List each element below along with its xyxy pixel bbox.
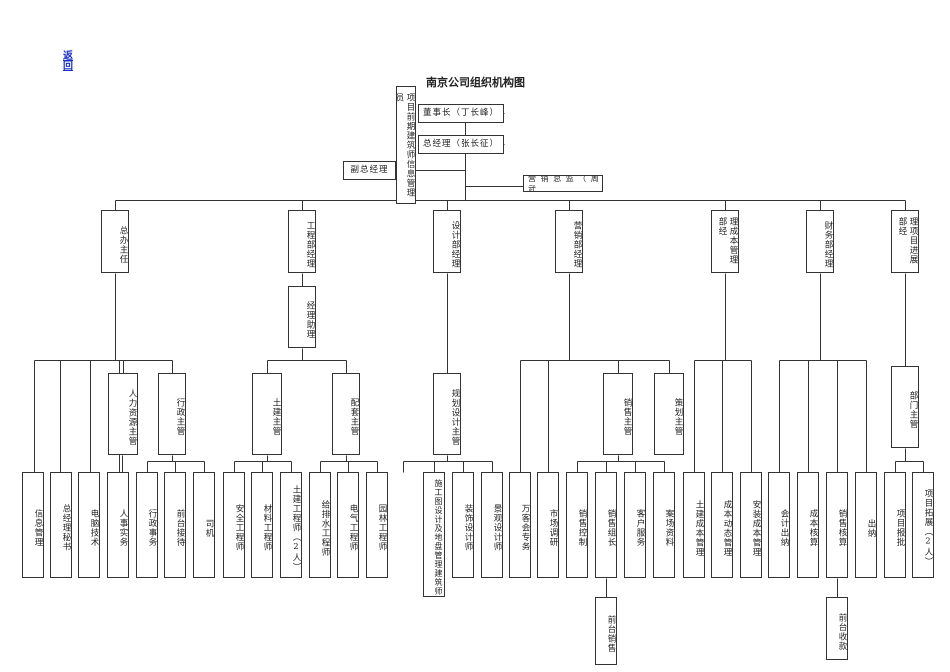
leaf-front-collection: 前台收款 <box>826 597 848 660</box>
back-link[interactable]: 返回 <box>63 51 73 72</box>
sales-manager-box: 营销部经理 <box>555 210 583 273</box>
support-supervisor-box: 配套主管 <box>332 373 360 455</box>
chart-title: 南京公司组织机构图 <box>426 76 525 89</box>
leaf-electrical-engineer: 电气工程师 <box>337 472 359 578</box>
leaf-civil-cost: 土建成本管理 <box>683 472 705 578</box>
design-manager-box: 设计部经理 <box>433 210 461 273</box>
engineering-manager-box: 工程部经理 <box>288 210 316 273</box>
leaf-materials-engineer: 材料工程师 <box>251 472 273 578</box>
leaf-sales-accounting: 销售核算 <box>826 472 848 578</box>
leaf-computer-tech: 电脑技术 <box>78 472 100 578</box>
leaf-dynamic-cost: 成本动态管理 <box>711 472 733 578</box>
chairman-box: 董事长（丁长峰） <box>418 104 504 123</box>
leaf-project-approval: 项目报批 <box>884 472 906 578</box>
assistant-manager-box: 经理助理 <box>288 286 316 348</box>
finance-manager-box: 财务部经理 <box>806 210 834 273</box>
leaf-front-sales: 前台销售 <box>595 597 617 665</box>
leaf-project-expansion: 项目拓展（2人） <box>912 472 934 578</box>
leaf-reception: 前台接待 <box>164 472 186 578</box>
leaf-case-materials: 案场资料 <box>653 472 675 578</box>
leaf-sales-lead: 销售组长 <box>595 472 617 578</box>
leaf-safety-engineer: 安全工程师 <box>223 472 245 578</box>
leaf-customer-service: 客户服务 <box>624 472 646 578</box>
leaf-cost-accounting: 成本核算 <box>797 472 819 578</box>
leaf-accounting: 会计出纳 <box>768 472 790 578</box>
hr-supervisor-box: 人力资源主管 <box>108 373 138 455</box>
admin-supervisor-box: 行政主管 <box>158 373 186 455</box>
civil-supervisor-box: 土建主管 <box>252 373 282 455</box>
leaf-landscape-engineer: 园林工程师 <box>366 472 388 578</box>
general-manager-box: 总经理（张长征） <box>418 135 504 154</box>
leaf-gm-secretary: 总经理秘书 <box>50 472 72 578</box>
admin-director-box: 总办主任 <box>101 210 129 273</box>
marketing-director-box: 营 销 总 监 （ 周 武 <box>523 175 603 192</box>
leaf-hr-affairs: 人事实务 <box>107 472 129 578</box>
leaf-driver: 司机 <box>193 472 215 578</box>
leaf-info-management: 信息管理 <box>22 472 44 578</box>
leaf-cashier: 出纳 <box>855 472 877 578</box>
leaf-market-research: 市场调研 <box>537 472 559 578</box>
cost-manager-box: 理成本管理部经 <box>711 210 739 273</box>
department-supervisor-box: 部门主管 <box>891 366 919 448</box>
vice-gm-box: 副总经理 <box>343 161 396 180</box>
leaf-landscape-designer: 景观设计师 <box>481 472 503 578</box>
leaf-decoration-designer: 装饰设计师 <box>452 472 474 578</box>
project-progress-manager-box: 理项目进展部经 <box>891 210 919 273</box>
leaf-civil-engineer: 土建工程师（2人） <box>280 472 302 578</box>
leaf-club-specialist: 万客会专务 <box>509 472 531 578</box>
planning-design-supervisor-box: 规划设计主管 <box>433 373 461 455</box>
info-manager-box: 项目前期建筑师信息管理员 <box>396 86 416 204</box>
leaf-install-cost: 安装成本管理 <box>740 472 762 578</box>
sales-supervisor-box: 销售主管 <box>603 373 633 455</box>
leaf-construction-architect: 施工图设计及地盘管理建筑师 <box>423 472 445 597</box>
planning-supervisor-box: 策划主管 <box>654 373 684 455</box>
leaf-plumbing-engineer: 给排水工程师 <box>309 472 331 578</box>
leaf-admin-affairs: 行政事务 <box>136 472 158 578</box>
leaf-sales-control: 销售控制 <box>566 472 588 578</box>
